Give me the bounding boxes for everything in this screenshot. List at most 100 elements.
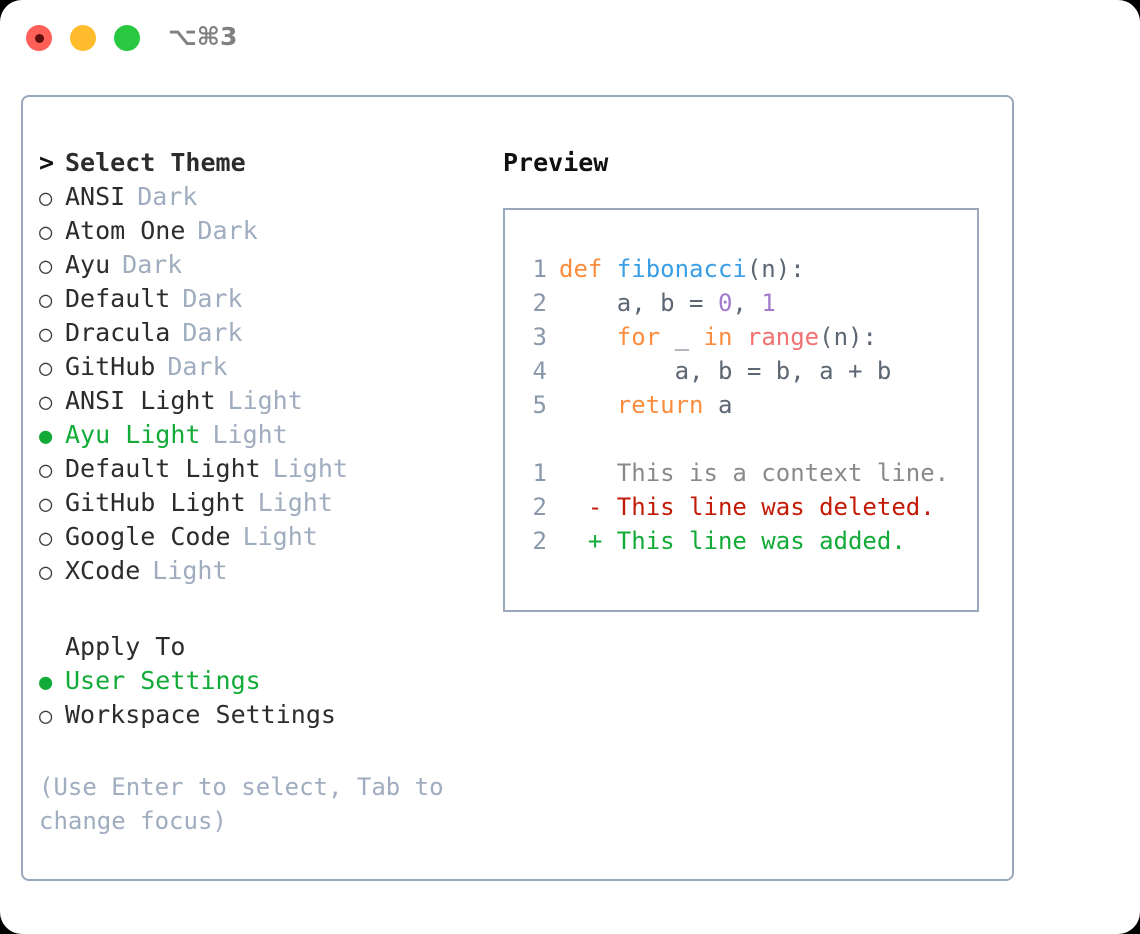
- code-line-content: def fibonacci(n):: [559, 252, 805, 286]
- theme-picker-heading: > Select Theme: [39, 148, 479, 182]
- theme-option-variant: Dark: [167, 352, 228, 381]
- code-token-plain: a: [703, 391, 733, 419]
- radio-selected-icon: ●: [39, 424, 53, 449]
- code-line: 3 for _ in range(n):: [519, 320, 977, 354]
- diff-line: 1 This is a context line.: [519, 456, 977, 490]
- theme-option-github-light[interactable]: ○ GitHub Light Light: [39, 488, 479, 522]
- code-line: 5 return a: [519, 388, 977, 422]
- radio-unselected-icon: ○: [39, 186, 53, 211]
- diff-line-content: + This line was added.: [559, 527, 906, 555]
- radio-unselected-icon: ○: [39, 458, 53, 483]
- keyboard-shortcut-label: ⌥⌘3: [168, 22, 238, 51]
- line-number: 3: [532, 323, 547, 351]
- code-token-plain: [732, 323, 746, 351]
- radio-unselected-icon: ○: [39, 390, 53, 415]
- code-line-content: a, b = b, a + b: [559, 354, 892, 388]
- theme-option-variant: Light: [212, 420, 288, 449]
- theme-option-ansi-light[interactable]: ○ ANSI Light Light: [39, 386, 479, 420]
- section-spacer: [39, 590, 479, 632]
- theme-picker-title: Select Theme: [65, 148, 246, 177]
- theme-option-default[interactable]: ○ Default Dark: [39, 284, 479, 318]
- theme-option-label: XCode: [65, 556, 141, 585]
- radio-unselected-icon: ○: [39, 220, 53, 245]
- line-number: 5: [532, 391, 547, 419]
- theme-option-label: ANSI Light: [65, 386, 216, 415]
- minimize-button[interactable]: [70, 25, 96, 51]
- radio-unselected-icon: ○: [39, 288, 53, 313]
- line-number: 2: [532, 527, 547, 555]
- theme-option-label: GitHub Light: [65, 488, 246, 517]
- code-token-kw: def: [559, 255, 617, 283]
- close-button[interactable]: [26, 25, 52, 51]
- apply-to-heading: Apply To: [39, 632, 479, 666]
- code-token-plain: a, b = b, a + b: [559, 357, 892, 385]
- radio-unselected-icon: ○: [39, 322, 53, 347]
- maximize-button[interactable]: [114, 25, 140, 51]
- radio-unselected-icon: ○: [39, 492, 53, 517]
- theme-option-variant: Dark: [197, 216, 258, 245]
- theme-option-label: Ayu: [65, 250, 111, 279]
- code-line-content: a, b = 0, 1: [559, 286, 776, 320]
- line-number: 1: [532, 459, 547, 487]
- apply-to-list: ●User Settings ○ Workspace Settings: [39, 666, 479, 734]
- apply-to-option-workspace-settings[interactable]: ○ Workspace Settings: [39, 700, 479, 734]
- window-controls: [26, 25, 140, 51]
- theme-option-label: Default Light: [65, 454, 261, 483]
- theme-option-label: Default: [65, 284, 171, 313]
- radio-unselected-icon: ○: [39, 704, 53, 729]
- theme-option-variant: Dark: [137, 182, 198, 211]
- code-token-builtin: range: [746, 323, 820, 351]
- code-token-kw: for: [616, 323, 661, 351]
- code-token-plain: [559, 391, 617, 419]
- code-token-plain: (n):: [819, 323, 877, 351]
- theme-option-variant: Light: [227, 386, 303, 415]
- radio-unselected-icon: ○: [39, 356, 53, 381]
- theme-option-variant: Light: [257, 488, 333, 517]
- radio-selected-icon: ●: [39, 670, 53, 695]
- apply-to-option-label: Workspace Settings: [65, 700, 336, 729]
- diff-line-content: - This line was deleted.: [559, 493, 935, 521]
- theme-option-variant: Dark: [182, 284, 243, 313]
- code-line: 1 def fibonacci(n):: [519, 252, 977, 286]
- code-token-plain: _: [660, 323, 704, 351]
- line-number: 1: [532, 255, 547, 283]
- diff-line: 2 - This line was deleted.: [519, 490, 977, 524]
- code-token-kw: return: [616, 391, 704, 419]
- apply-to-option-user-settings[interactable]: ●User Settings: [39, 666, 479, 700]
- theme-option-variant: Light: [152, 556, 228, 585]
- theme-option-variant: Dark: [182, 318, 243, 347]
- code-diff-spacer: [519, 422, 977, 456]
- diff-line: 2 + This line was added.: [519, 524, 977, 558]
- keyboard-hint: (Use Enter to select, Tab to change focu…: [39, 773, 444, 835]
- line-number: 2: [532, 289, 547, 317]
- code-line-content: return a: [559, 388, 733, 422]
- code-token-plain: ,: [732, 289, 762, 317]
- preview-title: Preview: [503, 148, 609, 177]
- theme-option-label: Google Code: [65, 522, 231, 551]
- diff-line-content: This is a context line.: [559, 459, 950, 487]
- code-token-num: 0: [717, 289, 733, 317]
- theme-option-variant: Dark: [122, 250, 183, 279]
- prompt-icon: >: [39, 148, 55, 177]
- code-token-plain: a, b =: [559, 289, 718, 317]
- code-token-plain: [559, 323, 617, 351]
- line-number: 2: [532, 493, 547, 521]
- code-token-plain: (n):: [746, 255, 805, 283]
- code-line: 2 a, b = 0, 1: [519, 286, 977, 320]
- apply-to-title: Apply To: [65, 632, 186, 661]
- code-token-kw: in: [703, 323, 733, 351]
